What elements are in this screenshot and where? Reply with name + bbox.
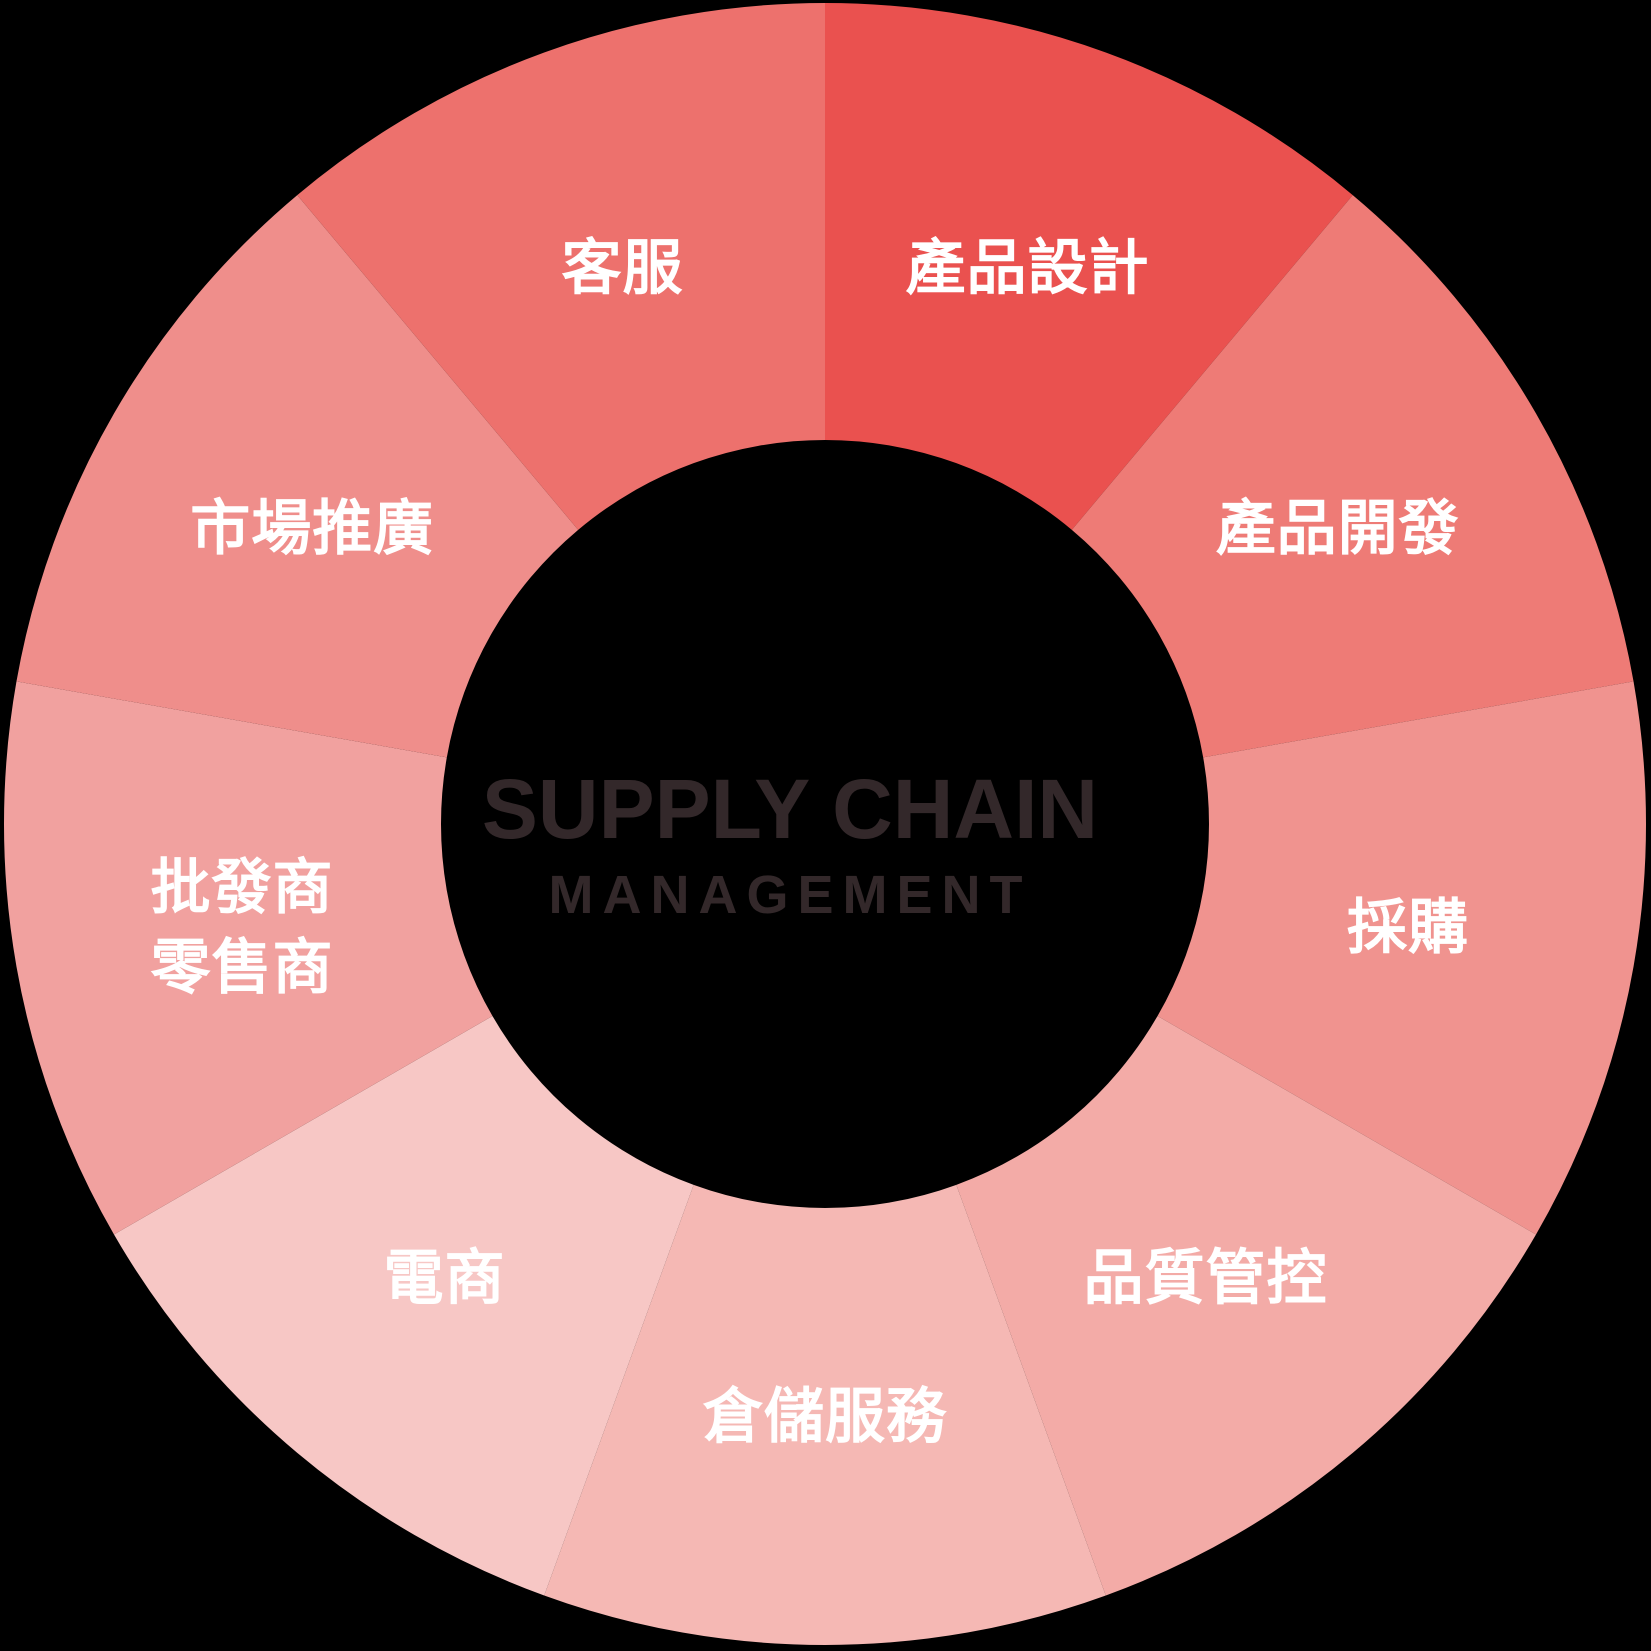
segment-procurement: [1157, 681, 1647, 1235]
segment-label-ecommerce: 電商: [383, 1245, 505, 1312]
segment-marketing: [16, 195, 579, 758]
segment-wholesaler-retailer: [3, 681, 493, 1235]
segment-product-design: [825, 3, 1353, 530]
segment-label-warehousing-service: 倉儲服務: [702, 1383, 947, 1450]
segment-label-marketing: 市場推廣: [190, 495, 434, 562]
segment-label-quality-control: 品質管控: [1084, 1245, 1328, 1312]
segment-label-wholesaler-retailer: 批發商零售商: [150, 854, 333, 1001]
segment-label-product-design: 產品設計: [905, 235, 1149, 302]
segment-label-customer-service: 客服: [562, 235, 684, 302]
segment-product-development: [1071, 195, 1634, 758]
center-subtitle: MANAGEMENT: [549, 865, 1032, 925]
center-title: SUPPLY CHAIN: [482, 762, 1098, 856]
segment-warehousing-service: [544, 1184, 1106, 1646]
segment-quality-control: [956, 1016, 1537, 1596]
segment-ecommerce: [113, 1016, 694, 1596]
segment-customer-service: [297, 3, 825, 530]
donut-segments: [3, 3, 1647, 1646]
segment-label-product-development: 產品開發: [1216, 495, 1460, 562]
segment-label-procurement: 採購: [1347, 894, 1469, 961]
